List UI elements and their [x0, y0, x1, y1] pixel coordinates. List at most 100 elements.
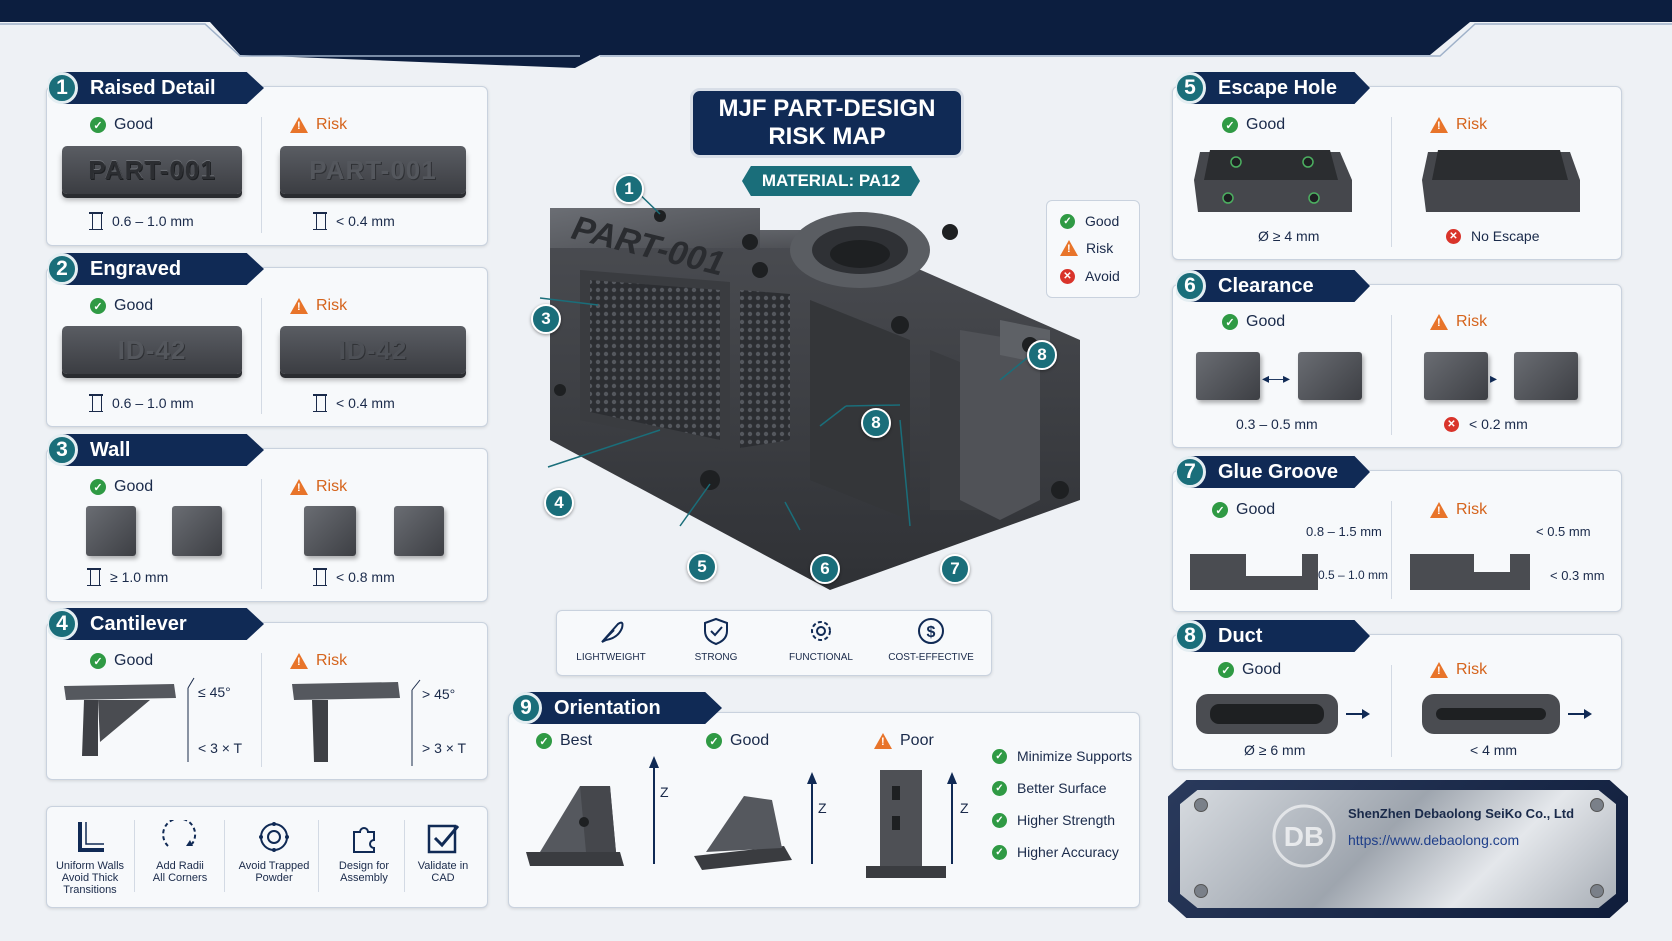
callout-8a: 8	[861, 408, 891, 438]
risk-dimension: ✕< 0.2 mm	[1444, 416, 1528, 432]
company-plate-inner	[1180, 790, 1616, 908]
callout-4: 4	[544, 488, 574, 518]
shield-icon	[704, 617, 728, 646]
warning-icon	[874, 733, 892, 749]
clearance-block	[1514, 352, 1578, 400]
wall-tab: 3 Wall	[48, 434, 264, 466]
check-icon: ✓	[90, 117, 106, 133]
check-icon: ✓	[992, 780, 1007, 796]
risk-width: < 0.5 mm	[1536, 524, 1591, 539]
good-status: ✓Good	[90, 652, 153, 670]
section-title: Wall	[90, 438, 131, 461]
company-logo-icon: DB	[1272, 804, 1336, 868]
section-title: Raised Detail	[90, 76, 216, 99]
wall-block	[394, 506, 444, 556]
risk-status: Risk	[1430, 313, 1487, 331]
screw-icon	[1194, 798, 1208, 812]
check-icon: ✓	[1222, 314, 1238, 330]
check-icon: ✓	[1218, 662, 1234, 678]
good-status: ✓Good	[90, 297, 153, 315]
risk-dimension: < 0.4 mm	[313, 212, 395, 230]
engraved-risk-plate: ID-42	[280, 326, 466, 374]
legend-avoid: ✕Avoid	[1060, 268, 1120, 284]
wall-block	[86, 506, 136, 556]
callout-7: 7	[940, 554, 970, 584]
benefit-item: ✓Minimize Supports	[992, 748, 1132, 764]
good-status: ✓Good	[1222, 116, 1285, 134]
material-badge: MATERIAL: PA12	[742, 166, 920, 196]
raised-good-plate: PART-001	[62, 146, 242, 194]
feature-functional: FUNCTIONAL	[768, 616, 874, 664]
good-dimension: ≥ 1.0 mm	[87, 568, 168, 586]
section-number: 1	[48, 72, 78, 104]
powder-icon	[259, 822, 289, 852]
engraved-tab: 2 Engraved	[48, 253, 264, 285]
orientation-tab: 9 Orientation	[512, 692, 722, 724]
good-dimension: Ø ≥ 6 mm	[1244, 742, 1306, 758]
good-dimension: Ø ≥ 4 mm	[1258, 228, 1320, 244]
screw-icon	[1590, 884, 1604, 898]
check-icon: ✓	[1222, 117, 1238, 133]
duct-tab: 8 Duct	[1176, 620, 1370, 652]
good-dimension: 0.6 – 1.0 mm	[89, 212, 194, 230]
glue-groove-diagram	[1190, 554, 1530, 590]
section-title: Escape Hole	[1218, 76, 1337, 99]
screw-icon	[1194, 884, 1208, 898]
check-icon: ✓	[992, 844, 1007, 860]
legend-risk: Risk	[1060, 240, 1113, 256]
clearance-block	[1424, 352, 1488, 400]
warning-icon	[1430, 117, 1448, 133]
x-icon: ✕	[1060, 268, 1075, 284]
warning-icon	[1430, 314, 1448, 330]
dollar-icon: $	[918, 618, 944, 644]
section-number: 4	[48, 608, 78, 640]
risk-dimension: < 0.4 mm	[313, 394, 395, 412]
good-status: ✓Good	[1218, 661, 1281, 679]
check-icon: ✓	[1212, 502, 1228, 518]
warning-icon	[290, 653, 308, 669]
l-shape-icon	[78, 822, 104, 852]
good-length: < 3 × T	[198, 740, 243, 756]
feature-strong: STRONG	[664, 616, 768, 664]
company-url[interactable]: https://www.debaolong.com	[1348, 832, 1520, 848]
puzzle-icon	[353, 827, 375, 853]
warning-icon	[1060, 240, 1078, 256]
good-status: ✓Good	[90, 116, 153, 134]
check-icon: ✓	[706, 733, 722, 749]
risk-dimension: < 4 mm	[1470, 742, 1518, 758]
benefit-item: ✓Better Surface	[992, 780, 1107, 796]
best-status: ✓Best	[536, 732, 592, 750]
risk-length: > 3 × T	[422, 740, 467, 756]
check-icon: ✓	[90, 298, 106, 314]
section-title: Orientation	[554, 696, 661, 719]
page-title: MJF PART-DESIGN RISK MAP	[690, 88, 964, 158]
callout-8b: 8	[1027, 340, 1057, 370]
section-number: 2	[48, 253, 78, 285]
risk-status: Risk	[1430, 501, 1487, 519]
risk-status: Risk	[290, 478, 347, 496]
callout-3: 3	[531, 304, 561, 334]
good-width: 0.8 – 1.5 mm	[1306, 524, 1382, 539]
callout-5: 5	[687, 552, 717, 582]
z-axis-label: Z	[660, 784, 669, 800]
feature-cost-effective: $ COST-EFFECTIVE	[874, 616, 988, 664]
z-axis-label: Z	[818, 800, 827, 816]
mjf-part-illustration: PART-001	[539, 190, 1080, 590]
section-number: 8	[1176, 620, 1206, 652]
separator	[318, 820, 319, 892]
check-box-icon	[427, 824, 460, 854]
risk-status: Risk	[290, 116, 347, 134]
raised-detail-tab: 1 Raised Detail	[48, 72, 264, 104]
good-depth: 0.5 – 1.0 mm	[1318, 568, 1389, 582]
section-number: 7	[1176, 456, 1206, 488]
good-dimension: 0.6 – 1.0 mm	[89, 394, 194, 412]
poor-status: Poor	[874, 732, 934, 750]
separator	[224, 820, 225, 892]
duct-diagram	[1196, 694, 1592, 734]
good-status: ✓Good	[90, 478, 153, 496]
benefit-item: ✓Higher Strength	[992, 812, 1115, 828]
gear-icon	[811, 621, 831, 641]
caliper-icon	[313, 568, 327, 586]
